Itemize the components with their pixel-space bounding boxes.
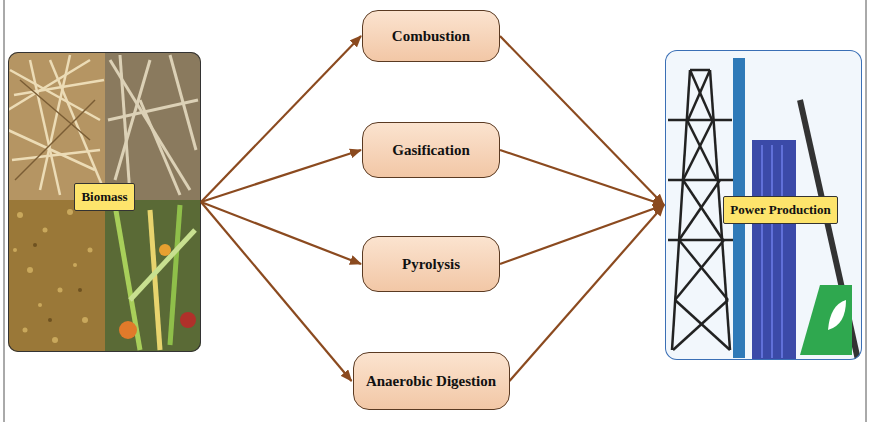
transmission-tower <box>672 70 690 350</box>
flow-arrow <box>500 36 664 205</box>
biomass-photo <box>159 244 171 256</box>
biomass-photo <box>20 80 90 140</box>
biomass-photo <box>67 209 73 215</box>
biomass-photo <box>105 200 201 352</box>
biomass-photo <box>108 100 198 120</box>
flow-arrow <box>201 202 361 264</box>
biomass-photo <box>8 52 201 352</box>
power-plant-illustration <box>665 50 862 360</box>
biomass-photo <box>10 70 100 120</box>
frame-line <box>4 0 5 422</box>
transmission-tower <box>673 300 728 350</box>
biomass-photo <box>180 312 196 328</box>
biomass-photo <box>8 52 201 352</box>
flow-arrow <box>510 205 665 381</box>
power-plant-illustration <box>781 145 783 358</box>
biomass-photo <box>58 288 63 293</box>
biomass-photo <box>15 80 95 180</box>
process-box: Anaerobic Digestion <box>353 352 510 410</box>
process-label: Pyrolysis <box>402 256 460 273</box>
frame-line <box>866 0 867 422</box>
biomass-photo <box>119 321 137 339</box>
biomass-photo <box>140 100 180 195</box>
transmission-tower <box>679 240 728 300</box>
biomass-photo <box>170 205 180 345</box>
biomass-photo <box>38 303 42 307</box>
power-panel: Power Production <box>665 50 862 360</box>
process-label: Anaerobic Digestion <box>366 373 496 390</box>
biomass-photo <box>27 267 33 273</box>
biomass-photo <box>43 228 48 233</box>
leaf-icon <box>828 300 846 330</box>
transmission-tower <box>675 300 730 350</box>
power-plant-illustration <box>665 50 862 360</box>
transmission-tower <box>683 180 723 240</box>
biomass-photo <box>8 60 90 110</box>
biomass-photo <box>8 52 105 200</box>
biomass-photo <box>15 100 95 180</box>
biomass-photo <box>8 200 105 352</box>
biomass-photo <box>105 52 201 200</box>
biomass-photo <box>82 317 88 323</box>
biomass-photo <box>33 243 82 322</box>
transmission-tower <box>690 69 710 72</box>
flow-arrow <box>201 36 361 202</box>
transmission-tower <box>668 179 736 182</box>
biomass-photo <box>115 205 195 350</box>
flow-arrow <box>201 150 361 202</box>
flow-arrow <box>201 202 352 381</box>
panel-label: Power Production <box>723 196 837 224</box>
transmission-tower <box>688 70 710 120</box>
building <box>752 140 796 360</box>
biomass-photo <box>88 248 93 253</box>
biomass-photo <box>33 243 37 247</box>
biomass-photo <box>8 55 104 195</box>
transmission-tower <box>687 120 717 180</box>
process-box: Gasification <box>362 122 500 178</box>
process-label: Gasification <box>392 142 470 159</box>
power-plant-illustration <box>665 50 862 360</box>
biomass-panel: Biomass <box>8 52 201 352</box>
transmission-tower <box>675 240 724 300</box>
biomass-photo <box>120 55 130 195</box>
diagonal-bar <box>800 100 858 360</box>
transmission-tower <box>690 70 712 120</box>
biomass-photo <box>48 318 52 322</box>
power-plant-illustration <box>762 145 782 358</box>
power-plant-illustration <box>761 145 763 358</box>
biomass-photo <box>17 212 23 218</box>
biomass-photo <box>108 55 198 195</box>
process-box: Pyrolysis <box>362 236 500 292</box>
transmission-tower <box>679 180 720 240</box>
biomass-photo <box>23 328 28 333</box>
biomass-photo <box>52 337 58 343</box>
biomass-photo <box>78 288 82 292</box>
biomass-photo <box>73 263 77 267</box>
biomass-photo <box>130 230 195 300</box>
biomass-photo <box>13 248 17 252</box>
panel-label: Biomass <box>74 183 134 211</box>
biomass-photo <box>13 209 93 343</box>
power-plant-illustration <box>771 145 773 358</box>
leaf-badge <box>800 285 852 355</box>
transmission-tower <box>683 120 713 180</box>
transmission-tower <box>668 119 732 122</box>
biomass-photo <box>115 60 150 180</box>
biomass-photo <box>115 205 140 350</box>
process-box: Combustion <box>362 10 500 62</box>
process-label: Combustion <box>392 28 470 45</box>
flow-arrow <box>500 150 664 205</box>
